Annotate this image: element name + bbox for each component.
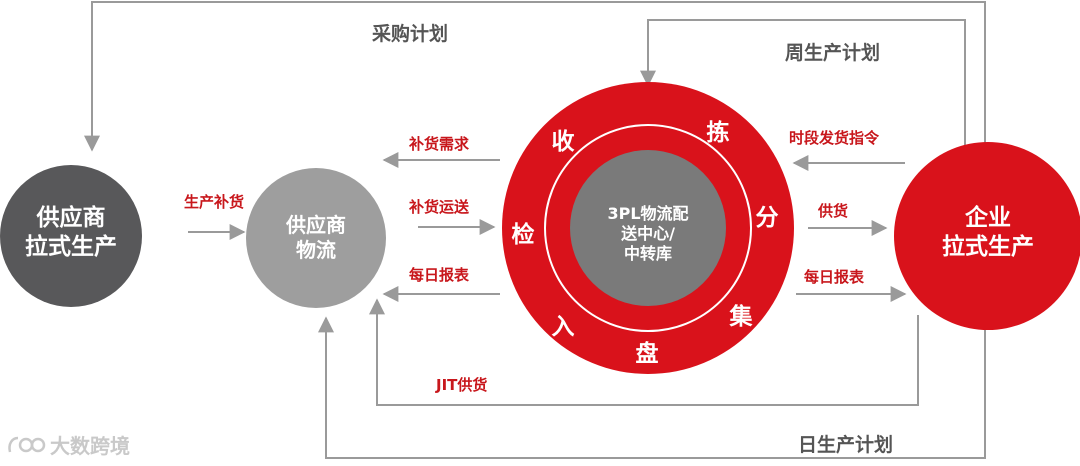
replenish-transport-label: 补货运送 [409,198,470,216]
3pl-center-node [570,150,726,306]
ring-step-inspect: 检 [511,222,535,248]
supplier-logistics-label: 供应商 物流 [286,213,346,262]
daily-plan-label: 日生产计划 [798,434,894,456]
jit-supply-line [369,298,919,406]
watermark-text: 大数跨境 [50,434,130,458]
ring-step-sort: 分 [755,205,779,231]
supplier-production-label: 供应商 拉式生产 [25,205,117,260]
supply-label: 供货 [818,202,849,220]
enterprise-production-label: 企业 拉式生产 [942,205,1034,260]
procurement-plan-label: 采购计划 [372,23,449,45]
supplier-logistics-node [246,168,386,308]
daily-plan-line [318,316,986,459]
daily-report-left-label: 每日报表 [409,266,470,284]
watermark-logo-icon [8,436,46,452]
replenish-demand-label: 补货需求 [409,135,470,153]
ring-step-putaway: 入 [551,314,575,340]
supplier-production-node [0,165,142,307]
production-replenish-label: 生产补货 [184,193,245,211]
watermark: 大数跨境 [6,430,130,459]
3pl-center-label: 3PL物流配 送中心/ 中转库 [607,204,689,263]
enterprise-production-node [894,142,1080,330]
procurement-plan-line [84,1,986,152]
weekly-plan-line [640,19,966,150]
timeslot-instruction-label: 时段发货指令 [789,129,880,147]
weekly-plan-label: 周生产计划 [785,42,881,64]
daily-report-right-label: 每日报表 [804,268,865,286]
ring-step-receive: 收 [551,129,575,155]
3pl-ring-divider [544,124,752,332]
ring-step-pick: 拣 [706,120,730,146]
ring-step-consolidate: 集 [729,304,753,330]
jit-supply-label: JIT供货 [436,376,488,394]
ring-step-inventory: 盘 [635,341,659,367]
